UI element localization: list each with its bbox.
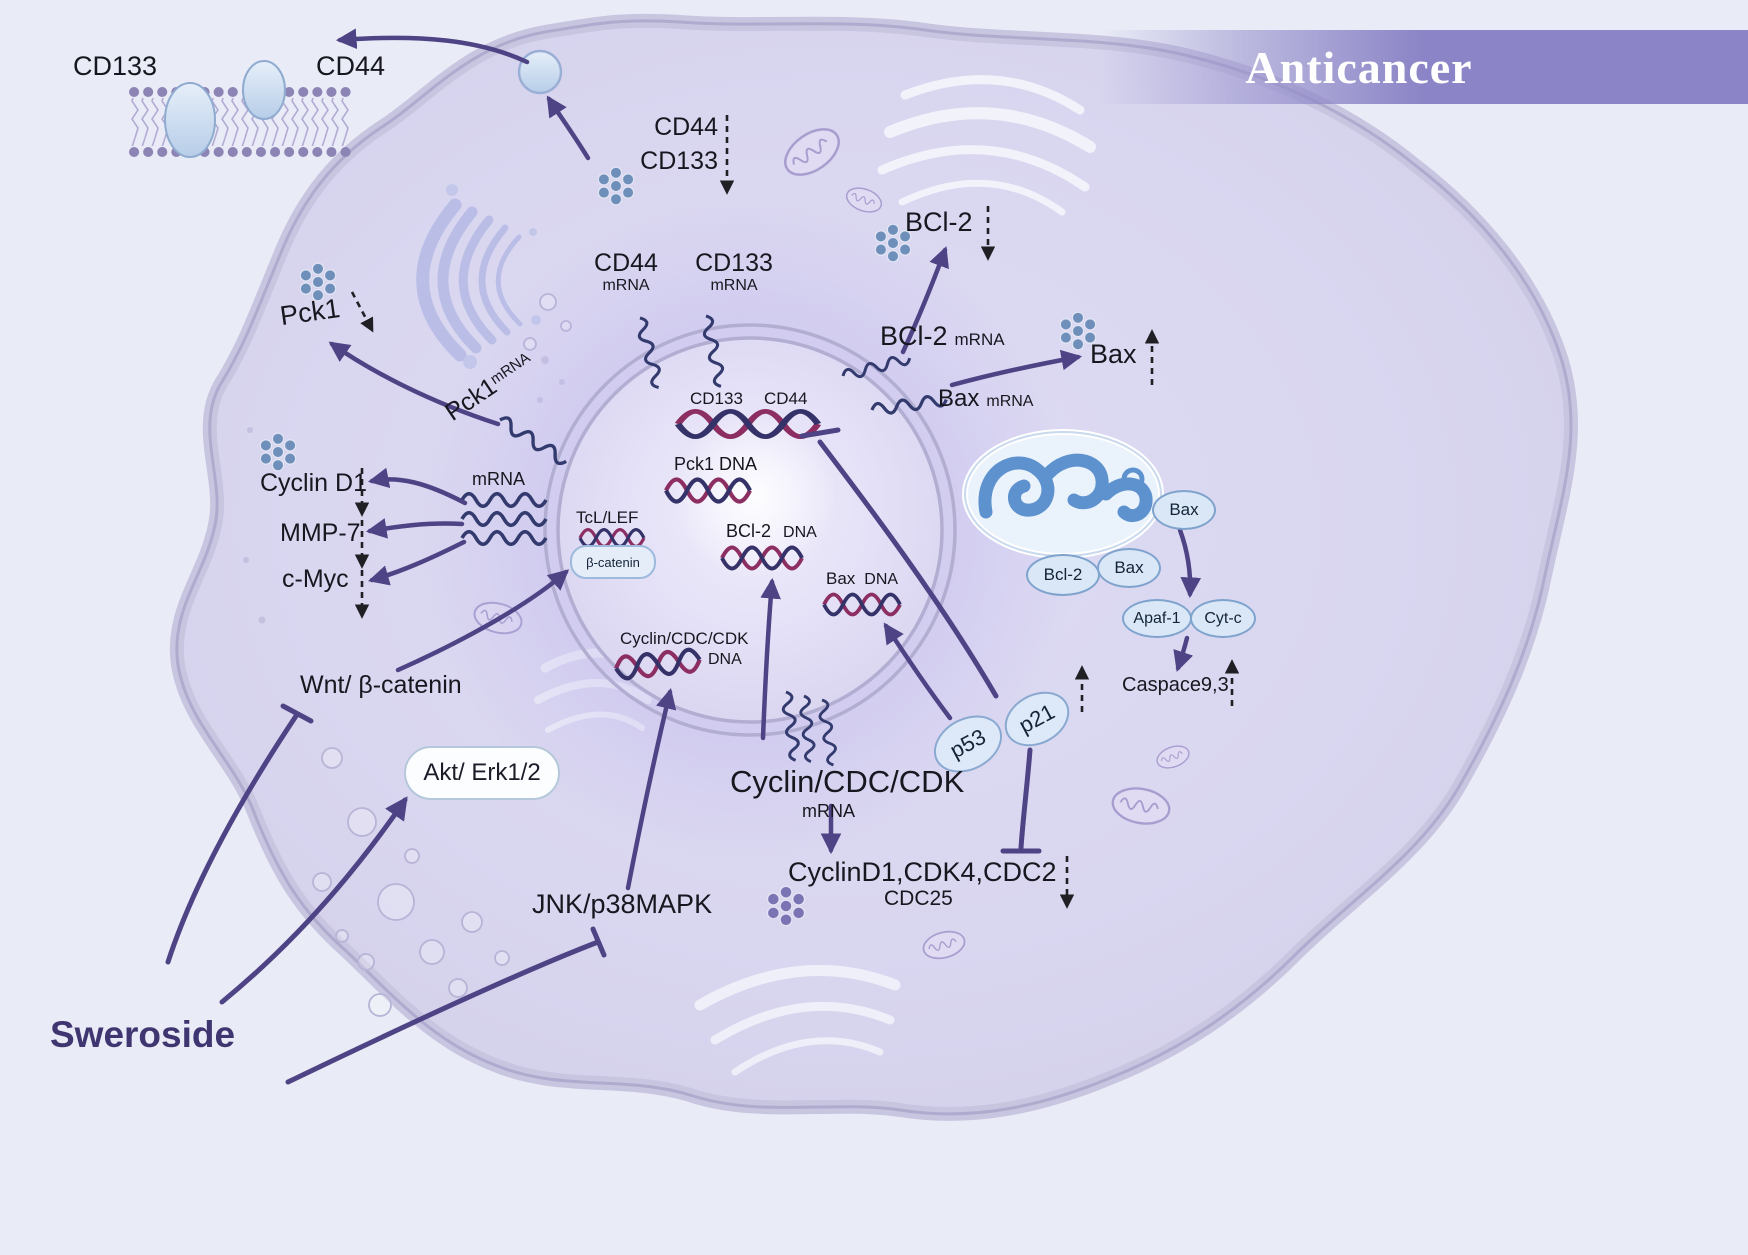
p21-label: p21	[1014, 698, 1059, 739]
jnk-pathway-label: JNK/p38MAPK	[532, 889, 713, 919]
sweroside-arrows	[165, 427, 1042, 1085]
mrna-tag: mRNA	[954, 330, 1005, 349]
ccc-dna-label: Cyclin/CDC/CDK	[620, 629, 749, 648]
mrna-cluster-label: mRNA	[472, 469, 525, 489]
beta-catenin-oval: β-catenin	[570, 545, 656, 579]
bax-mrna-gene: Bax	[938, 385, 980, 412]
caspase-label: Caspace9,3	[1122, 674, 1229, 696]
tcl-lef-label: TcL/LEF	[576, 508, 639, 527]
nucleus-cd133-label: CD133	[690, 389, 743, 408]
sweroside-label: Sweroside	[50, 1014, 236, 1055]
bax-mito-label: Bax	[1114, 558, 1144, 577]
arrow-bcl2-mrna-to-protein	[900, 246, 949, 355]
cell-cycle-effectors-label: CyclinD1,CDK4,CDC2	[788, 857, 1057, 887]
banner-title: Anticancer	[1245, 41, 1473, 93]
bax-dna-label: Bax DNA	[826, 570, 898, 589]
p53-label: p53	[945, 723, 990, 764]
inhibit-bar-jnk	[590, 926, 607, 958]
bax-mito-oval: Bax	[1097, 548, 1161, 588]
er-icon-bottom	[694, 964, 901, 1076]
bax-released-oval: Bax	[1152, 490, 1216, 530]
arrow-bax-mrna-to-protein	[949, 349, 1083, 388]
bax-mrna-label: Bax mRNA	[938, 386, 1033, 411]
ccc-dna-tag: DNA	[708, 651, 742, 668]
cd133-mrna-label: CD133 mRNA	[688, 250, 780, 295]
mrna-tag: mRNA	[710, 277, 758, 295]
dna-tag: DNA	[864, 571, 899, 588]
arrow-mrna-to-mmp7	[365, 518, 465, 539]
cd44-mrna-gene: CD44	[594, 249, 658, 277]
cdc25-label: CDC25	[884, 887, 953, 910]
arrow-bax-to-apaf	[1177, 527, 1202, 599]
arrow-mrna-to-cmyc	[368, 539, 467, 586]
down-arrow-pck1	[350, 291, 374, 333]
ccc-mrna-tag: mRNA	[802, 801, 855, 821]
bcl2-mrna-gene: BCl-2	[880, 321, 948, 351]
arrow-to-bcl2-dna	[760, 577, 781, 741]
arrow-sweroside-to-akt	[219, 796, 408, 1005]
blue-mitochondrion-icon	[962, 429, 1164, 559]
inhibit-line-wnt	[165, 713, 299, 965]
arrow-p53-to-bax-dna	[883, 622, 953, 721]
dna-tag: DNA	[783, 524, 817, 541]
membrane-cd44-label: CD44	[316, 51, 386, 81]
ccc-mrna-title: Cyclin/CDC/CDK	[730, 764, 965, 799]
arrow-vesicle-to-membrane	[335, 28, 530, 65]
surface-cd133-label: CD133	[640, 147, 718, 175]
akt-erk-label: Akt/ Erk1/2	[423, 759, 541, 786]
membrane-cd133-label: CD133	[73, 51, 158, 81]
bcl2-dna-gene: BCl-2	[726, 521, 772, 541]
signal-arrows	[328, 28, 1202, 891]
mmp7-label: MMP-7	[280, 519, 361, 547]
cd133-mrna-gene: CD133	[695, 249, 773, 277]
inhibit-bar-wnt	[280, 703, 314, 724]
mrna-tag: mRNA	[986, 393, 1034, 410]
akt-erk-pill: Akt/ Erk1/2	[404, 746, 560, 800]
nucleus-cd44-label: CD44	[764, 389, 808, 408]
arrow-cd-to-vesicle	[546, 95, 591, 161]
cyclin-d1-label: Cyclin D1	[260, 469, 367, 497]
wnt-pathway-label: Wnt/ β-catenin	[300, 671, 462, 699]
nucleus	[543, 323, 957, 737]
bcl2-protein-label: BCl-2	[905, 207, 973, 237]
arrow-wnt-to-bcatenin	[395, 569, 570, 673]
bcl2-mito-label: Bcl-2	[1043, 565, 1083, 584]
membrane-bilayer-icon	[129, 60, 355, 158]
beta-catenin-label: β-catenin	[586, 554, 640, 570]
cytc-oval: Cyt-c	[1190, 599, 1256, 638]
cmyc-label: c-Myc	[282, 565, 349, 593]
arrow-cytc-to-caspase	[1173, 635, 1194, 672]
pck1-dna-label: Pck1 DNA	[674, 454, 758, 474]
anticancer-banner: Anticancer	[1100, 30, 1748, 104]
mrna-tag: mRNA	[602, 277, 650, 295]
arrow-pck1-mrna-to-protein	[328, 341, 501, 427]
bcl2-dna-label: BCl-2 DNA	[726, 522, 817, 542]
arrow-jnk-to-ccc-dna	[625, 687, 677, 891]
arrow-mrna-to-cyclind1	[367, 467, 468, 506]
er-icon-top-right	[877, 75, 1096, 216]
surface-cd44-label: CD44	[654, 113, 718, 141]
cytc-label: Cyt-c	[1204, 609, 1242, 627]
bax-dna-gene: Bax	[826, 569, 856, 588]
apaf1-oval: Apaf-1	[1122, 599, 1192, 638]
apaf1-label: Apaf-1	[1133, 609, 1181, 627]
cd44-mrna-label: CD44 mRNA	[584, 250, 668, 295]
inhibit-line-p21	[1018, 747, 1033, 851]
inhibit-bar-cd44	[799, 427, 841, 439]
bcl2-mito-oval: Bcl-2	[1026, 554, 1100, 596]
bcl2-mrna-label: BCl-2 mRNA	[880, 321, 1005, 351]
inhibit-line-cd44	[817, 439, 999, 699]
bax-protein-label: Bax	[1090, 339, 1137, 369]
bax-released-label: Bax	[1169, 500, 1199, 519]
vesicle-icon	[517, 49, 563, 95]
cytoplasm-bubbles	[312, 293, 572, 1017]
inhibit-line-jnk	[285, 939, 601, 1085]
regulation-arrows	[350, 115, 1240, 909]
